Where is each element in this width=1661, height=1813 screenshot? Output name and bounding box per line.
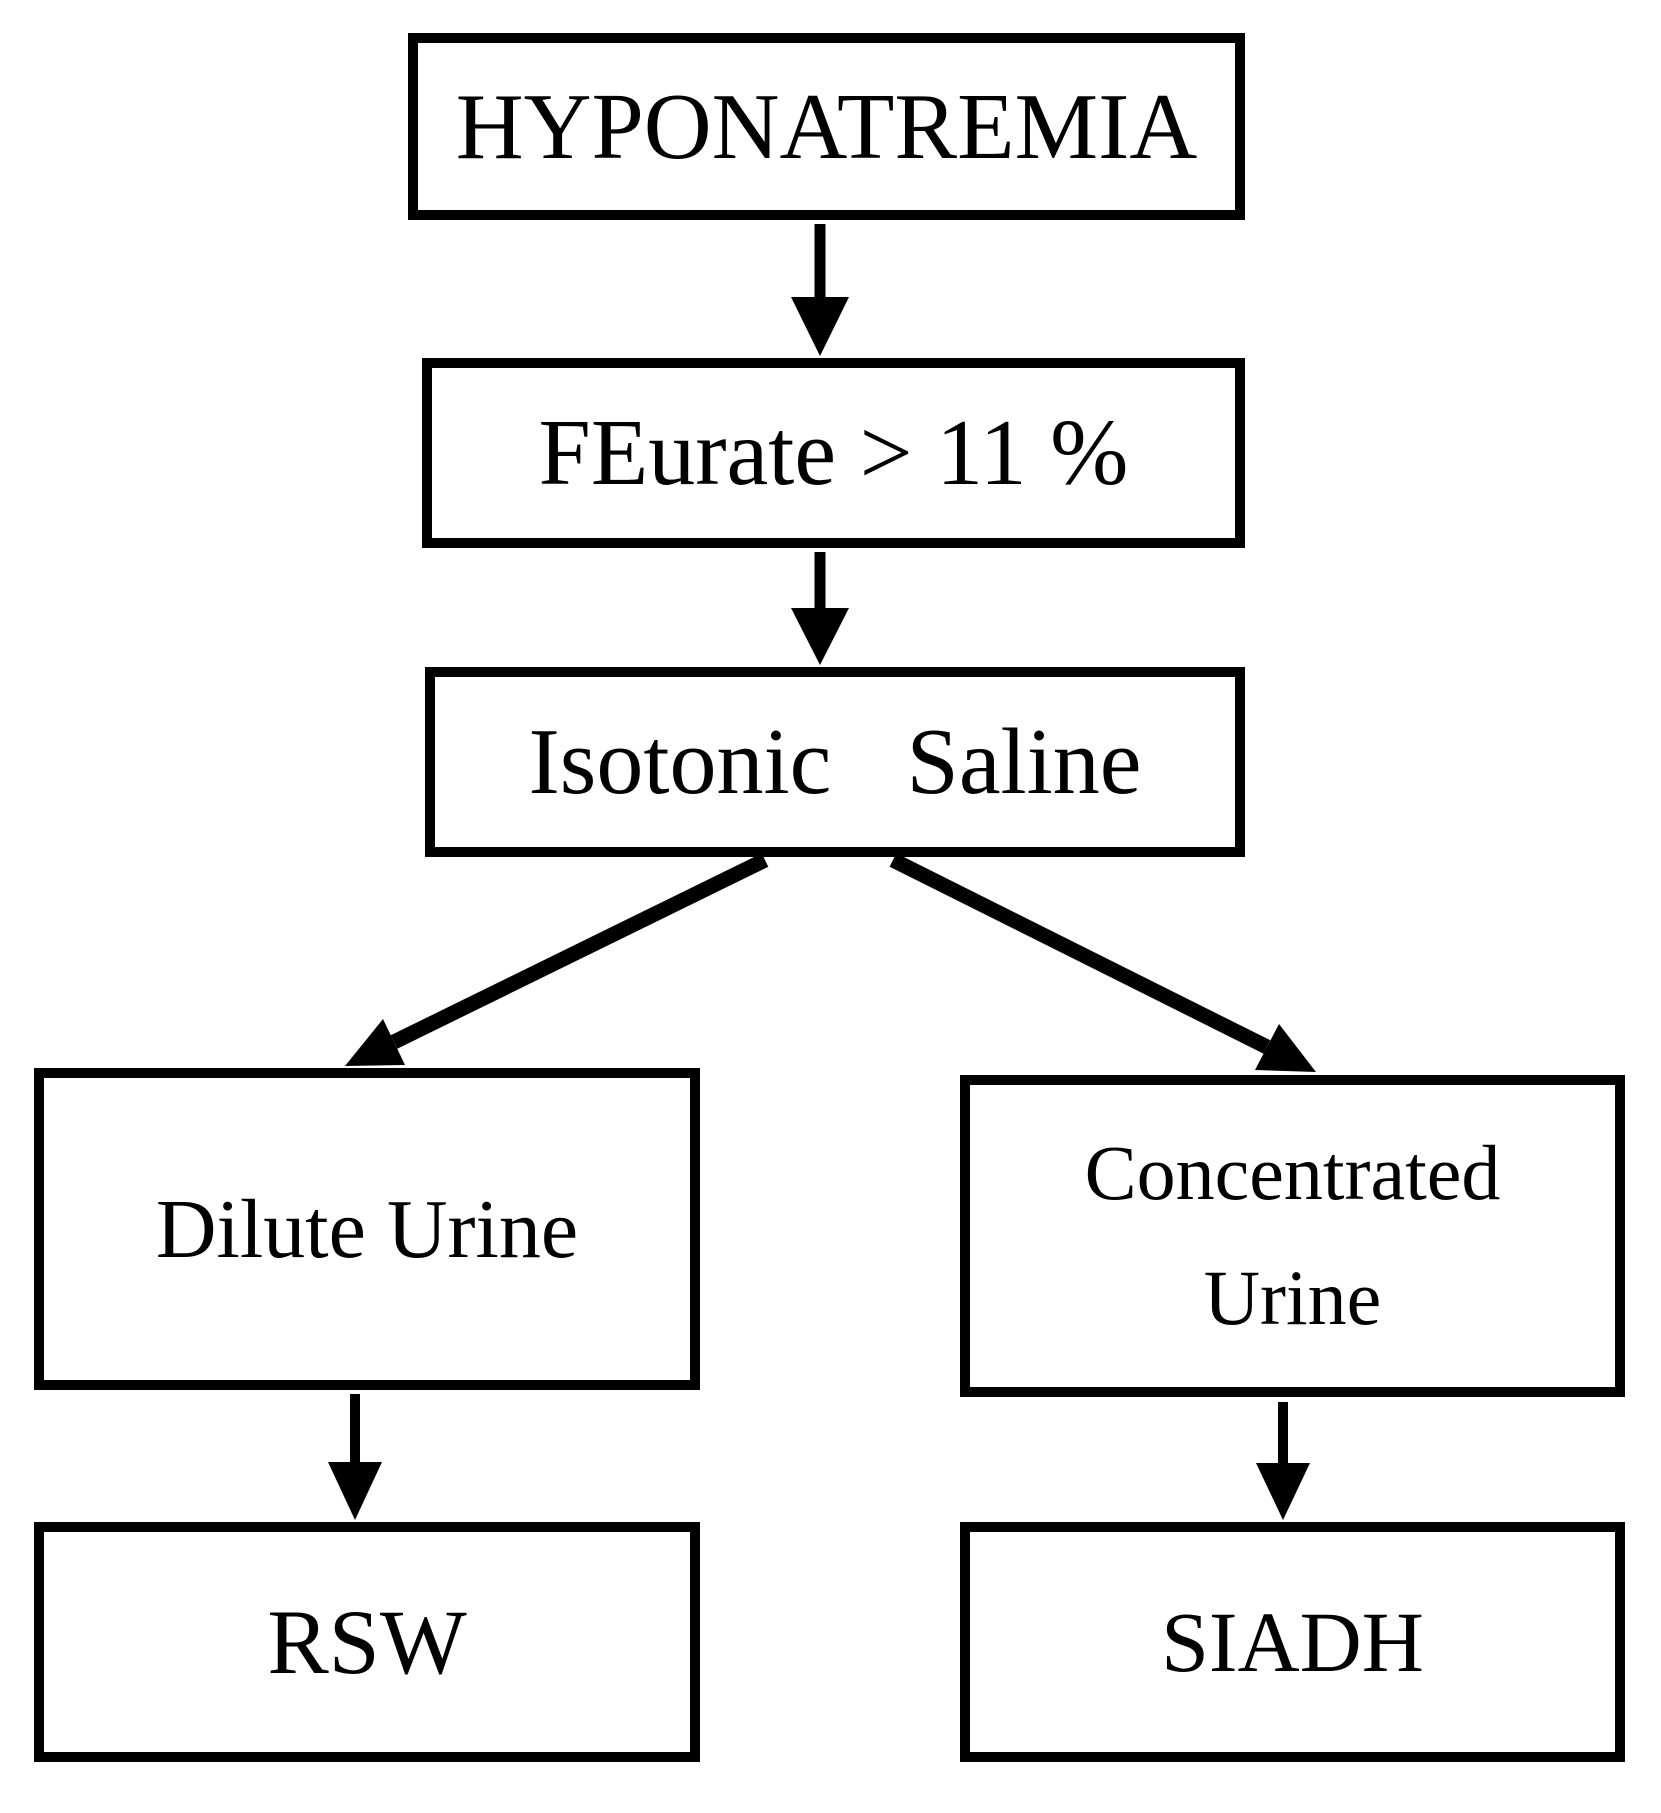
arrow-isotonic-saline-to-concentrated-urine (889, 853, 1316, 1072)
arrow-feurate-to-isotonic-saline (791, 552, 849, 665)
node-feurate-label: FEurate > 11 % (538, 401, 1129, 505)
node-siadh-label: SIADH (1161, 1594, 1424, 1690)
node-concentrated-urine-label: Concentrated Urine (1084, 1129, 1501, 1341)
node-siadh: SIADH (960, 1522, 1625, 1762)
node-isotonic-saline: Isotonic Saline (425, 667, 1245, 857)
node-isotonic-saline-label: Isotonic Saline (528, 710, 1142, 814)
node-dilute-urine: Dilute Urine (34, 1068, 700, 1390)
arrow-concentrated-urine-to-siadh (1256, 1402, 1310, 1520)
arrow-isotonic-saline-to-dilute-urine (345, 853, 769, 1066)
arrow-hyponatremia-to-feurate (791, 224, 849, 356)
node-rsw-label: RSW (267, 1591, 467, 1693)
node-concentrated-urine: Concentrated Urine (960, 1075, 1625, 1397)
node-hyponatremia: HYPONATREMIA (408, 33, 1245, 220)
node-feurate: FEurate > 11 % (422, 358, 1245, 548)
arrow-dilute-urine-to-rsw (328, 1394, 382, 1520)
node-rsw: RSW (34, 1522, 700, 1762)
node-hyponatremia-label: HYPONATREMIA (455, 74, 1198, 179)
node-dilute-urine-label: Dilute Urine (155, 1182, 579, 1276)
